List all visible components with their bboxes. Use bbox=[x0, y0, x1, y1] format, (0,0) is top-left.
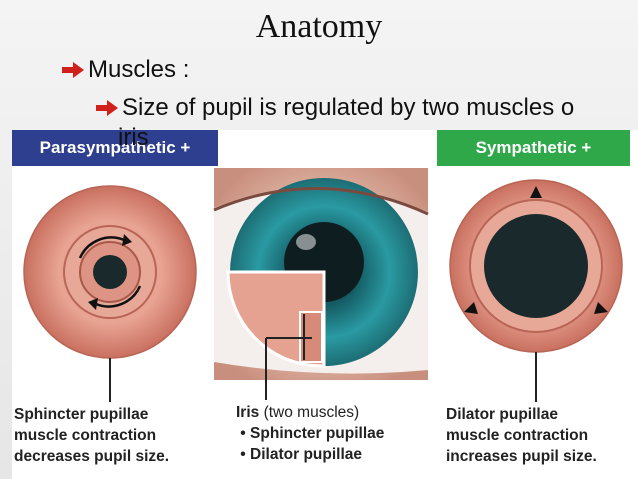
bullet-text: Size of pupil is regulated by two muscle… bbox=[122, 94, 575, 121]
parasympathetic-label: Parasympathetic + bbox=[12, 130, 218, 166]
caption-title-rest: (two muscles) bbox=[259, 404, 360, 421]
slide-title: Anatomy bbox=[255, 8, 383, 45]
caption-line: Sphincter pupillae bbox=[14, 406, 149, 423]
bullet-muscles: Muscles : bbox=[62, 56, 189, 84]
dilated-pupil bbox=[484, 214, 588, 318]
iris-caption: Iris (two muscles) • Sphincter pupillae … bbox=[236, 404, 385, 463]
dilator-caption: Dilator pupillae muscle contraction incr… bbox=[446, 404, 597, 467]
caption-line: muscle contraction bbox=[14, 427, 157, 444]
bullet-text: Muscles : bbox=[88, 56, 190, 83]
caption-line: Dilator pupillae bbox=[446, 406, 558, 423]
caption-title: Iris bbox=[236, 404, 260, 421]
bullet-size-of-pupil: Size of pupil is regulated by two muscle… bbox=[96, 94, 574, 122]
bullet-arrow-icon bbox=[96, 100, 118, 116]
sphincter-diagram bbox=[23, 185, 197, 402]
bullet-text-wrap: iris bbox=[118, 124, 149, 151]
bullet-arrow-icon bbox=[62, 62, 84, 78]
outward-arrow-icon bbox=[530, 186, 542, 198]
caption-item: Sphincter pupillae bbox=[250, 425, 385, 442]
caption-line: decreases pupil size. bbox=[14, 448, 170, 465]
sympathetic-label: Sympathetic + bbox=[437, 130, 630, 166]
outward-arrow-icon bbox=[594, 302, 608, 314]
sphincter-caption: Sphincter pupillae muscle contraction de… bbox=[14, 404, 169, 467]
dilator-diagram bbox=[449, 179, 623, 402]
rotation-arrow-icon bbox=[88, 298, 98, 310]
caption-item: Dilator pupillae bbox=[250, 446, 363, 463]
eye-diagram bbox=[213, 168, 429, 400]
outward-arrow-icon bbox=[464, 302, 478, 314]
constricted-pupil bbox=[93, 255, 127, 289]
caption-line: muscle contraction bbox=[446, 427, 589, 444]
caption-line: increases pupil size. bbox=[446, 448, 597, 465]
rotation-arrow-icon bbox=[122, 234, 132, 246]
